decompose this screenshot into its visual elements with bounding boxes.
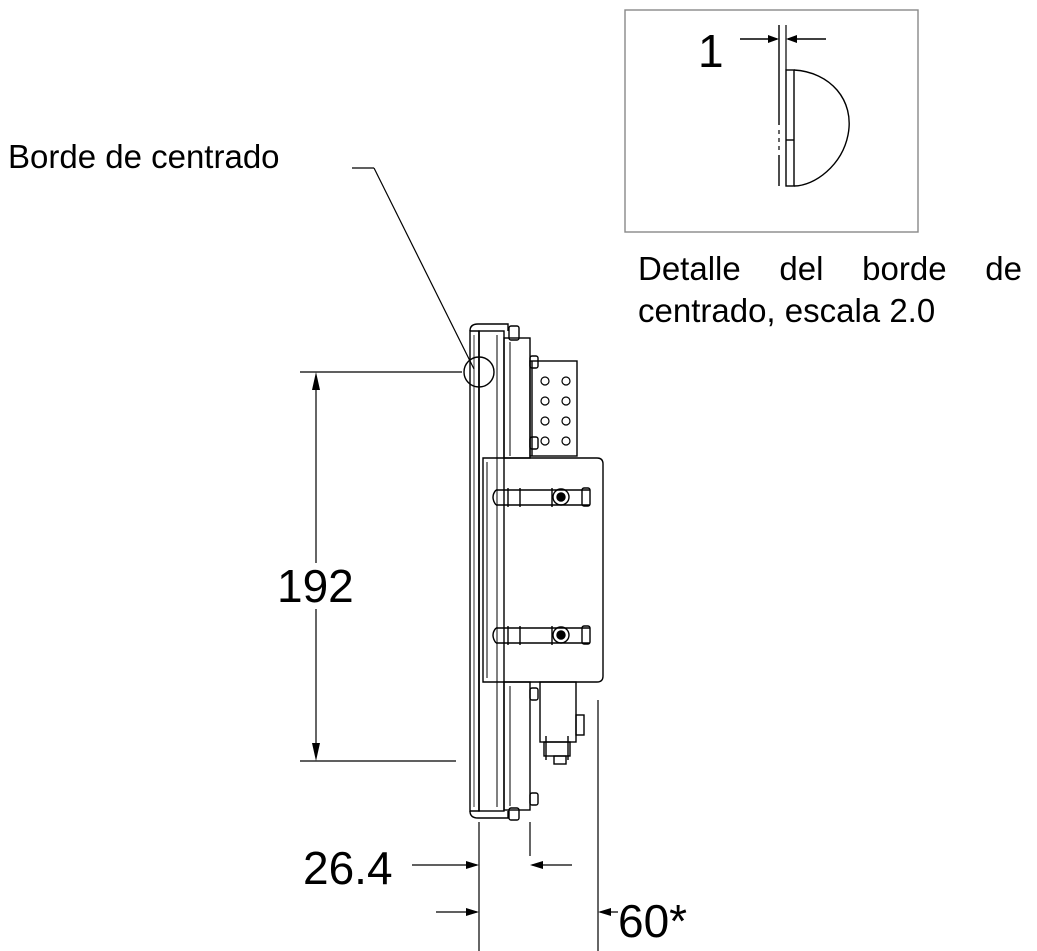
- upper-slot: [492, 487, 591, 507]
- depth-front-value: 26.4: [303, 842, 393, 894]
- detail-break-curve: [793, 69, 850, 187]
- dimension-depth: [412, 700, 618, 951]
- detail-arrowhead-left: [768, 35, 779, 43]
- depth-total-value: 60*: [618, 895, 688, 947]
- height-value: 192: [275, 560, 356, 612]
- mounting-bracket: [482, 457, 604, 683]
- detail-arrowhead-right: [786, 35, 797, 43]
- detail-bezel: [785, 69, 795, 187]
- detail-frame: [624, 9, 919, 233]
- lower-housing: [503, 681, 531, 811]
- centering-leader: [352, 167, 495, 388]
- panel-body: [478, 330, 505, 812]
- front-bezel: [469, 330, 480, 812]
- centering-edge-label: Borde de centrado: [8, 138, 280, 175]
- detail-view: [624, 9, 919, 233]
- detail-caption-line1: Detalle del borde de: [638, 250, 1022, 287]
- detail-caption-line2: centrado, escala 2.0: [638, 292, 936, 329]
- upper-housing: [503, 337, 531, 459]
- lower-connector: [539, 681, 577, 743]
- detail-gap-value: 1: [698, 25, 724, 77]
- device-side-view: [469, 323, 604, 821]
- connector-block: [529, 360, 578, 457]
- lower-slot: [492, 625, 591, 645]
- connector-holes: [540, 376, 571, 446]
